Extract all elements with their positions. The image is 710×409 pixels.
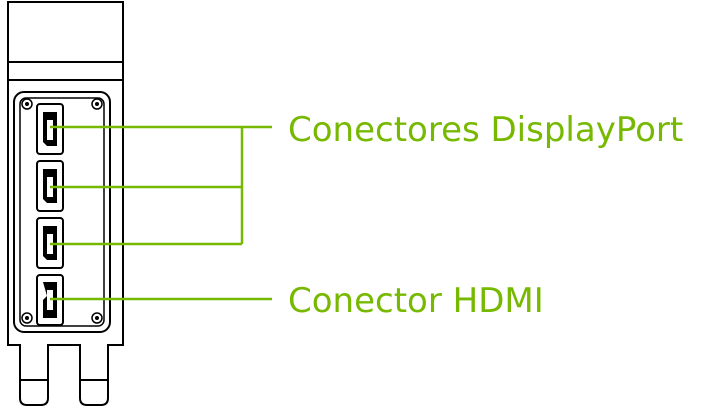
bracket-tab [19, 380, 49, 406]
bracket-plate-inner [19, 97, 105, 327]
hdmi-label: Conector HDMI [288, 281, 544, 321]
gpu-cooler-shroud [7, 1, 124, 81]
bracket-tab-right [79, 380, 109, 406]
displayport-connector-1 [36, 103, 64, 155]
screw-icon [21, 312, 33, 324]
displayport-label: Conectores DisplayPort [288, 110, 683, 150]
displayport-callout-lines [50, 125, 272, 246]
screw-icon [91, 312, 103, 324]
screw-icon [91, 98, 103, 110]
bracket-plate [13, 91, 111, 333]
io-bracket [7, 79, 124, 406]
screw-icon [21, 98, 33, 110]
